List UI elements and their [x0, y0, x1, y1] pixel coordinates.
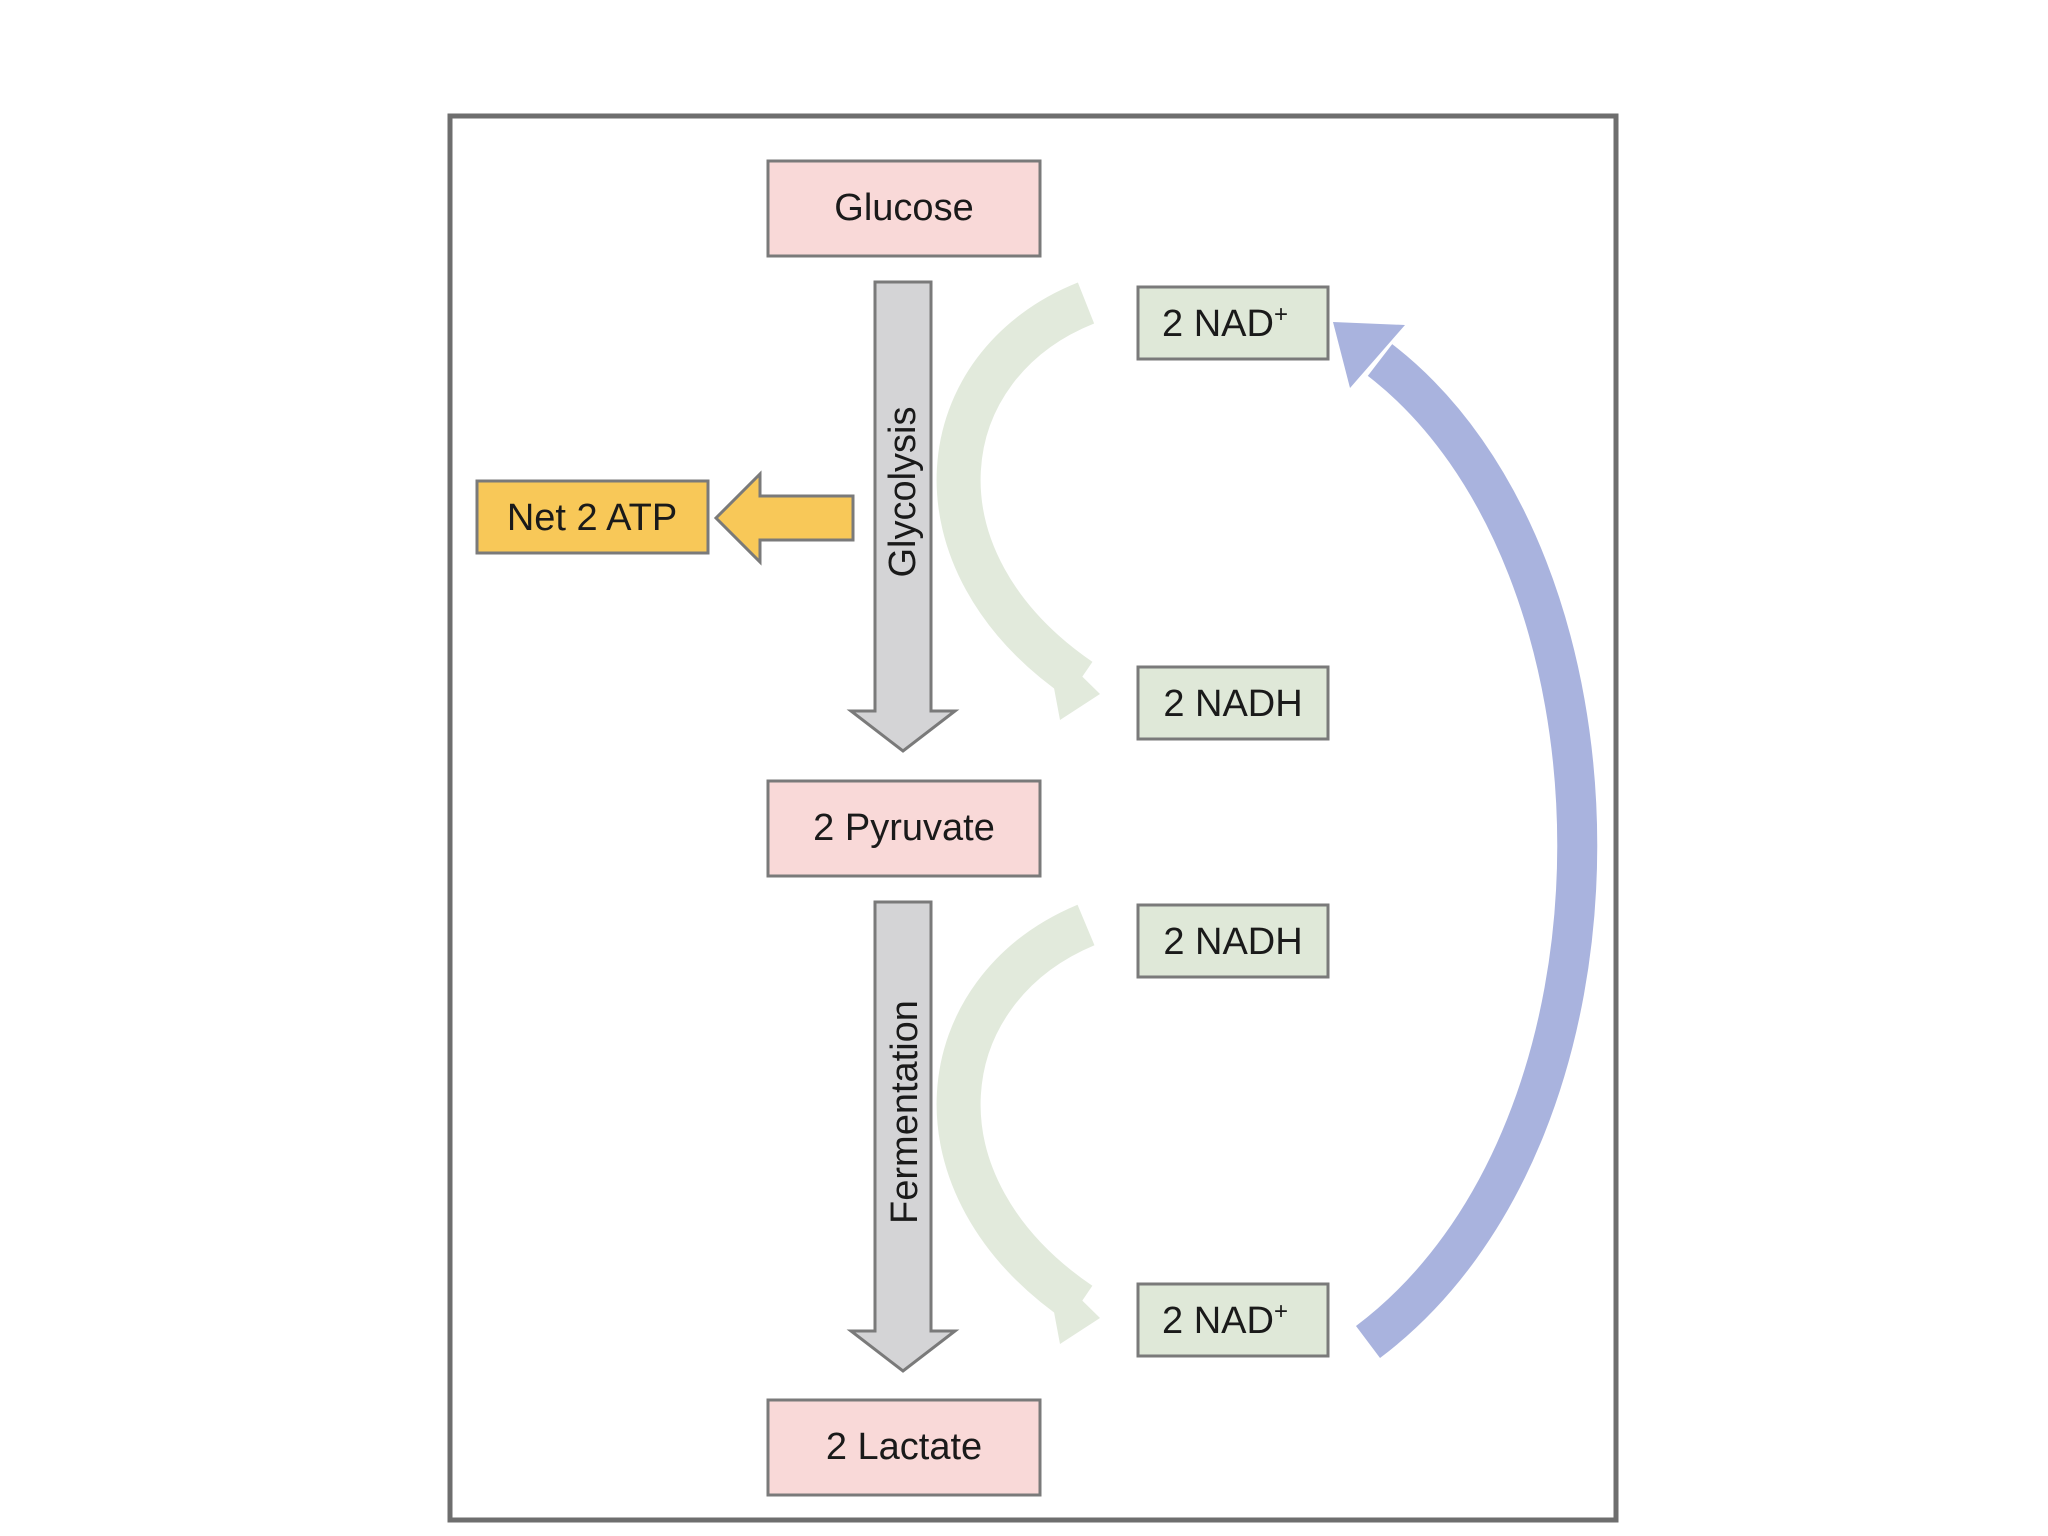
- nadh-bottom-label: 2 NADH: [1163, 921, 1302, 963]
- lactate-node: 2 Lactate: [766, 1398, 1042, 1497]
- atp-node: Net 2 ATP: [475, 479, 710, 555]
- atp-label: Net 2 ATP: [507, 497, 677, 539]
- glycolysis-label: Glycolysis: [882, 406, 924, 577]
- nad-regeneration-curve: [1355, 344, 1598, 1358]
- lactate-label: 2 Lactate: [826, 1426, 982, 1468]
- pyruvate-node: 2 Pyruvate: [766, 779, 1042, 878]
- nad-regeneration-arrowhead: [1333, 322, 1405, 388]
- fermentation-cycle-arrowhead: [1045, 1264, 1100, 1344]
- glycolysis-arrow: [851, 282, 955, 751]
- glucose-label: Glucose: [834, 187, 973, 229]
- nadh-bottom-node: 2 NADH: [1136, 903, 1330, 979]
- glycolysis-cycle-arrowhead: [1045, 640, 1100, 720]
- nad-top-label: 2 NAD+: [1162, 301, 1288, 345]
- glycolysis-cycle-curve: [936, 282, 1095, 699]
- diagram-frame: [447, 113, 1619, 1523]
- atp-output-arrow: [713, 470, 855, 566]
- fermentation-label: Fermentation: [884, 1000, 926, 1224]
- glucose-node: Glucose: [766, 159, 1042, 258]
- nad-bottom-label: 2 NAD+: [1162, 1298, 1288, 1342]
- pyruvate-label: 2 Pyruvate: [813, 807, 995, 849]
- fermentation-arrow: [851, 902, 955, 1371]
- nad-bottom-node: 2 NAD+: [1136, 1282, 1330, 1358]
- nadh-top-node: 2 NADH: [1136, 665, 1330, 741]
- fermentation-cycle-curve: [936, 904, 1095, 1323]
- nad-top-node: 2 NAD+: [1136, 285, 1330, 361]
- nadh-top-label: 2 NADH: [1163, 683, 1302, 725]
